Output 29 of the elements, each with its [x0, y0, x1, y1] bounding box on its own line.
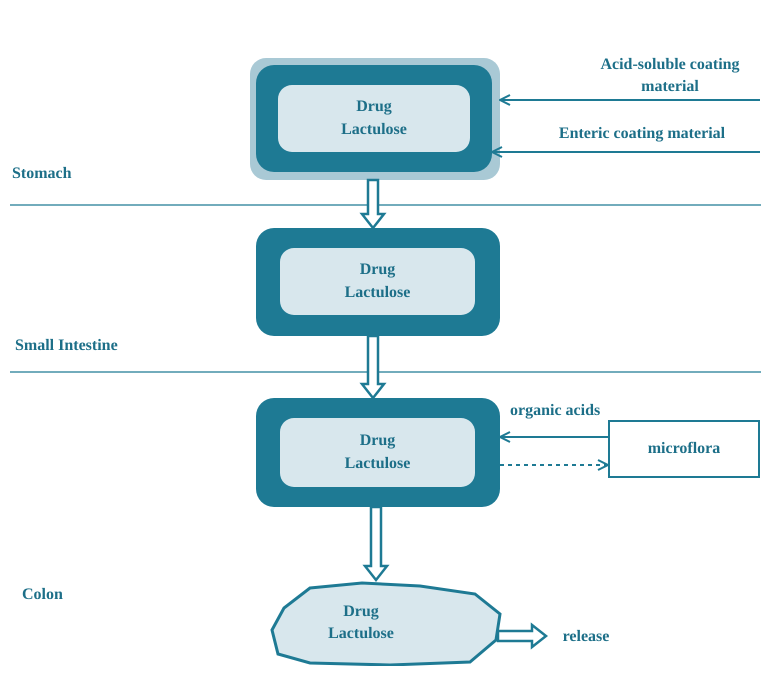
microflora-label: microflora: [648, 438, 720, 459]
annotation-text: Acid-soluble coating material: [600, 54, 740, 97]
drug-label: Drug Lactulose: [327, 602, 395, 644]
drug-label: Drug Lactulose: [344, 260, 412, 302]
block-arrow: [359, 178, 387, 230]
drug-blob: [270, 580, 502, 666]
drug-core-box: [278, 85, 470, 152]
annotation-text: release: [562, 626, 610, 647]
annotation-text: Enteric coating material: [558, 124, 726, 144]
arrow: [499, 94, 760, 106]
capsule-enteric-coat: [256, 65, 492, 172]
block-arrow: [359, 334, 387, 400]
region-label: Small Intestine: [15, 337, 118, 355]
edge-label: organic acids: [510, 402, 600, 420]
microflora-box: [608, 420, 760, 478]
drug-core-box: [280, 248, 475, 315]
drug-core-box: [280, 418, 475, 487]
capsule-outer-coat: [250, 58, 500, 180]
arrow: [491, 146, 760, 158]
region-label: Stomach: [12, 165, 72, 183]
block-arrow: [362, 506, 390, 582]
drug-label: Drug Lactulose: [340, 97, 408, 140]
region-label: Colon: [22, 586, 63, 604]
capsule-enteric-coat: [256, 398, 500, 507]
arrow: [499, 431, 608, 443]
block-arrow: [496, 622, 548, 650]
dashed-arrow: [500, 459, 609, 471]
capsule-enteric-coat: [256, 228, 500, 336]
drug-label: Drug Lactulose: [344, 431, 412, 474]
